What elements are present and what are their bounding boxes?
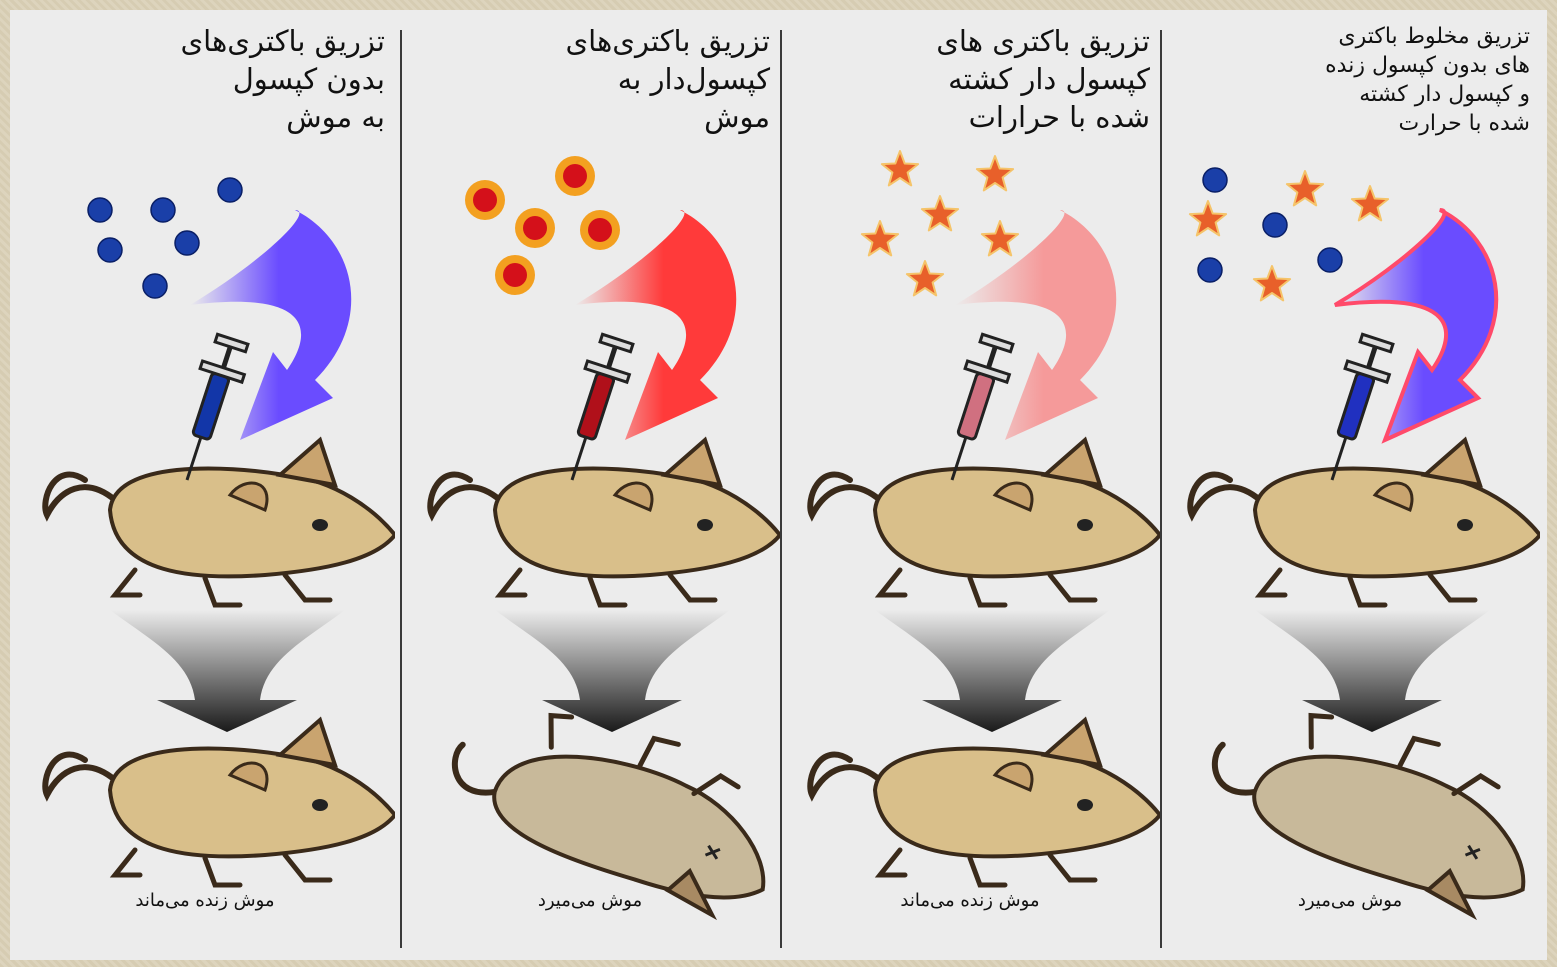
down-arrow-icon bbox=[495, 610, 730, 732]
injected-mouse-icon bbox=[45, 440, 395, 605]
column-2-illustration bbox=[400, 10, 780, 960]
heat-killed-bacterium-icon bbox=[907, 261, 943, 295]
heat-killed-bacterium-icon bbox=[862, 221, 898, 255]
column-2-title: تزریق باکتری‌های کپسول‌دار به موش bbox=[410, 22, 770, 136]
column-4-illustration bbox=[1160, 10, 1540, 960]
uncapsulated-bacterium-icon bbox=[175, 231, 199, 255]
uncapsulated-bacterium-icon bbox=[143, 274, 167, 298]
syringe-icon bbox=[1311, 332, 1399, 486]
column-3-result: موش زنده می‌ماند bbox=[780, 890, 1160, 911]
heat-killed-bacterium-icon bbox=[1352, 186, 1388, 220]
griffith-experiment-diagram: تزریق باکتری‌های بدون کپسول به موش موش ز… bbox=[10, 10, 1547, 960]
column-1-result: موش زنده می‌ماند bbox=[15, 890, 395, 911]
column-2-result: موش می‌میرد bbox=[400, 890, 780, 911]
heat-killed-bacterium-icon bbox=[1287, 171, 1323, 205]
heat-killed-bacterium-icon bbox=[922, 196, 958, 230]
down-arrow-icon bbox=[875, 610, 1110, 732]
bacteria-group bbox=[1190, 168, 1388, 300]
uncapsulated-bacterium-icon bbox=[1318, 248, 1342, 272]
column-1-title: تزریق باکتری‌های بدون کپسول به موش bbox=[25, 22, 385, 136]
heat-killed-bacterium-icon bbox=[1190, 201, 1226, 235]
down-arrow-icon bbox=[110, 610, 345, 732]
syringe-icon bbox=[551, 332, 639, 486]
injected-mouse-icon bbox=[810, 440, 1160, 605]
injected-mouse-icon bbox=[430, 440, 780, 605]
capsulated-bacterium-icon bbox=[555, 156, 595, 196]
bacteria-group bbox=[465, 156, 620, 295]
capsulated-bacterium-icon bbox=[465, 180, 505, 220]
bacteria-group bbox=[88, 178, 242, 298]
heat-killed-bacterium-icon bbox=[1254, 266, 1290, 300]
column-3-illustration bbox=[780, 10, 1160, 960]
capsulated-bacterium-icon bbox=[580, 210, 620, 250]
uncapsulated-bacterium-icon bbox=[88, 198, 112, 222]
uncapsulated-bacterium-icon bbox=[151, 198, 175, 222]
heat-killed-bacterium-icon bbox=[882, 151, 918, 185]
column-heat-killed: تزریق باکتری های کپسول دار کشته شده با ح… bbox=[780, 10, 1160, 960]
column-mixture: تزریق مخلوط باکتری های بدون کپسول زنده و… bbox=[1160, 10, 1540, 960]
heat-killed-bacterium-icon bbox=[977, 156, 1013, 190]
bacteria-group bbox=[862, 151, 1018, 295]
surviving-mouse-icon bbox=[810, 720, 1160, 885]
capsulated-bacterium-icon bbox=[515, 208, 555, 248]
column-4-result: موش می‌میرد bbox=[1160, 890, 1540, 911]
column-3-title: تزریق باکتری های کپسول دار کشته شده با ح… bbox=[790, 22, 1150, 136]
heat-killed-bacterium-icon bbox=[982, 221, 1018, 255]
down-arrow-icon bbox=[1255, 610, 1490, 732]
uncapsulated-bacterium-icon bbox=[98, 238, 122, 262]
syringe-icon bbox=[166, 332, 254, 486]
capsulated-bacterium-icon bbox=[495, 255, 535, 295]
uncapsulated-bacterium-icon bbox=[218, 178, 242, 202]
uncapsulated-bacterium-icon bbox=[1263, 213, 1287, 237]
column-4-title: تزریق مخلوط باکتری های بدون کپسول زنده و… bbox=[1170, 22, 1530, 138]
column-capsulated: تزریق باکتری‌های کپسول‌دار به موش موش می… bbox=[400, 10, 780, 960]
column-uncapsulated: تزریق باکتری‌های بدون کپسول به موش موش ز… bbox=[15, 10, 395, 960]
uncapsulated-bacterium-icon bbox=[1203, 168, 1227, 192]
injected-mouse-icon bbox=[1190, 440, 1540, 605]
uncapsulated-bacterium-icon bbox=[1198, 258, 1222, 282]
surviving-mouse-icon bbox=[45, 720, 395, 885]
syringe-icon bbox=[931, 332, 1019, 486]
column-1-illustration bbox=[15, 10, 395, 960]
